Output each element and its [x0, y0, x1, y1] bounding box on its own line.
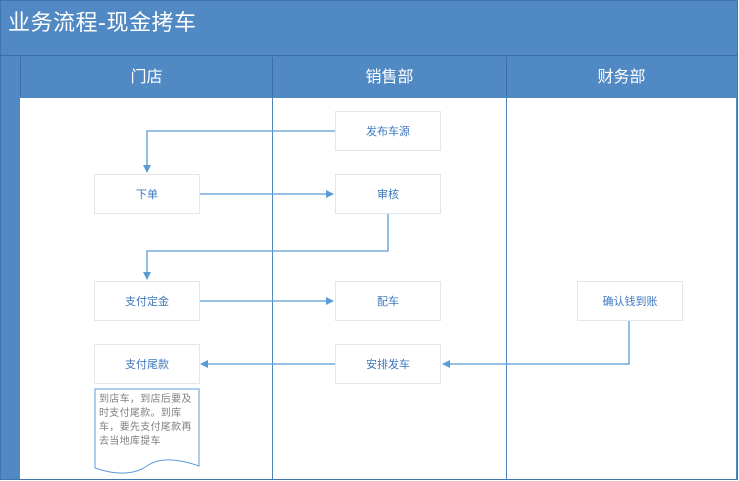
node-order[interactable]: 下单	[94, 174, 200, 214]
node-dispatch[interactable]: 安排发车	[335, 344, 441, 384]
title-divider	[0, 55, 738, 56]
lane-divider-store-sales	[272, 98, 273, 479]
node-allocate[interactable]: 配车	[335, 281, 441, 321]
connector-publish-to-order	[143, 130, 335, 173]
node-deposit[interactable]: 支付定金	[94, 281, 200, 321]
node-review[interactable]: 审核	[335, 174, 441, 214]
note-document-shape	[94, 388, 200, 474]
lane-divider-sales-finance	[506, 98, 507, 479]
node-publish[interactable]: 发布车源	[335, 111, 441, 151]
lane-header-finance: 财务部	[506, 57, 736, 97]
note-text: 到店车，到店后要及时支付尾款。到库车，要先支付尾款再去当地库提车	[99, 394, 192, 447]
node-confirm[interactable]: 确认钱到账	[577, 281, 683, 321]
diagram-title: 业务流程-现金拷车	[8, 11, 197, 36]
lane-header-store: 门店	[20, 57, 272, 97]
lane-header-sales: 销售部	[272, 57, 506, 97]
connector-review-to-deposit	[143, 214, 389, 280]
node-final-pay[interactable]: 支付尾款	[94, 344, 200, 384]
connector-confirm-to-dispatch	[442, 321, 630, 368]
